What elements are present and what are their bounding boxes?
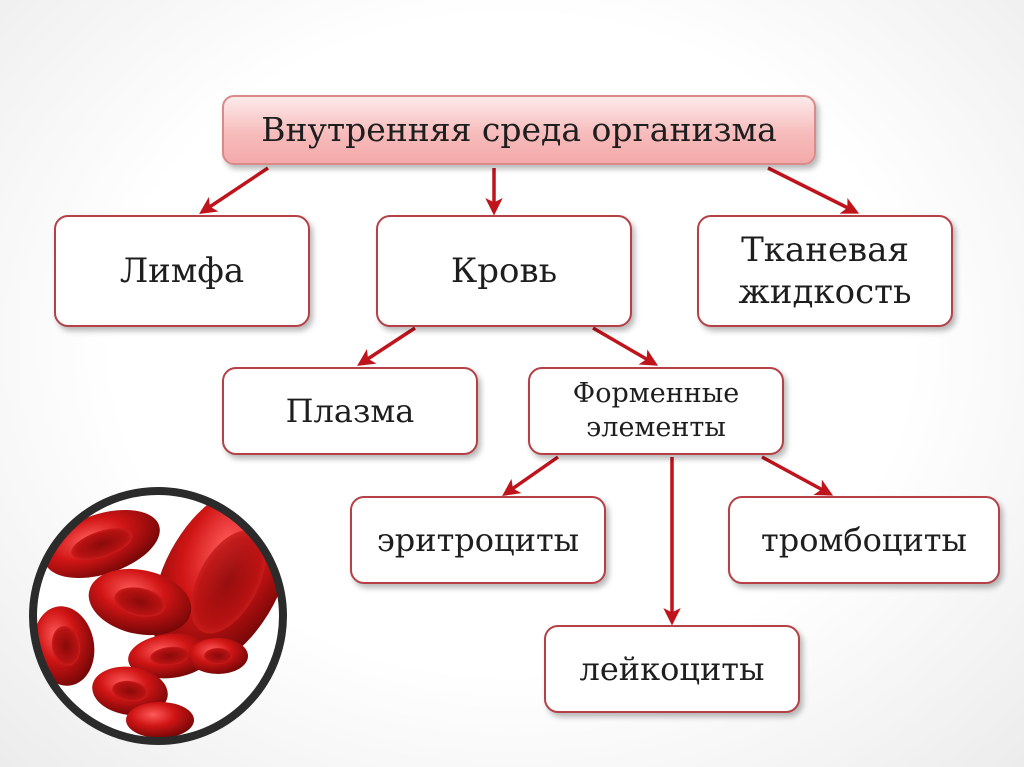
root-label: Внутренняя среда организма (261, 109, 777, 150)
plasma-node: Плазма (222, 367, 478, 455)
root-node: Внутренняя среда организма (222, 95, 816, 165)
arrow-formed-to-platelets (762, 457, 830, 494)
lymph-label: Лимфа (120, 250, 244, 293)
formed-elements-label: Форменные элементы (556, 377, 756, 445)
arrow-blood-to-plasma (360, 328, 415, 364)
formed-elements-node: Форменные элементы (528, 367, 784, 455)
tissue-fluid-label: Тканевая жидкость (725, 229, 925, 314)
erythrocytes-node: эритроциты (350, 496, 606, 584)
blood-node: Кровь (376, 215, 632, 327)
red-blood-cells-image (22, 486, 294, 746)
platelets-node: тромбоциты (728, 496, 1000, 584)
arrow-blood-to-formed-elements (593, 328, 655, 364)
leukocytes-label: лейкоциты (580, 649, 765, 689)
platelets-label: тромбоциты (761, 520, 967, 560)
blood-label: Кровь (451, 250, 557, 293)
leukocytes-node: лейкоциты (544, 625, 800, 713)
plasma-label: Плазма (286, 391, 415, 431)
erythrocytes-label: эритроциты (377, 520, 579, 560)
arrow-formed-to-erythrocytes (505, 457, 558, 494)
tissue-fluid-node: Тканевая жидкость (697, 215, 953, 327)
lymph-node: Лимфа (54, 215, 310, 327)
arrow-root-to-lymph (202, 168, 268, 212)
arrow-root-to-tissue-fluid (768, 168, 856, 212)
